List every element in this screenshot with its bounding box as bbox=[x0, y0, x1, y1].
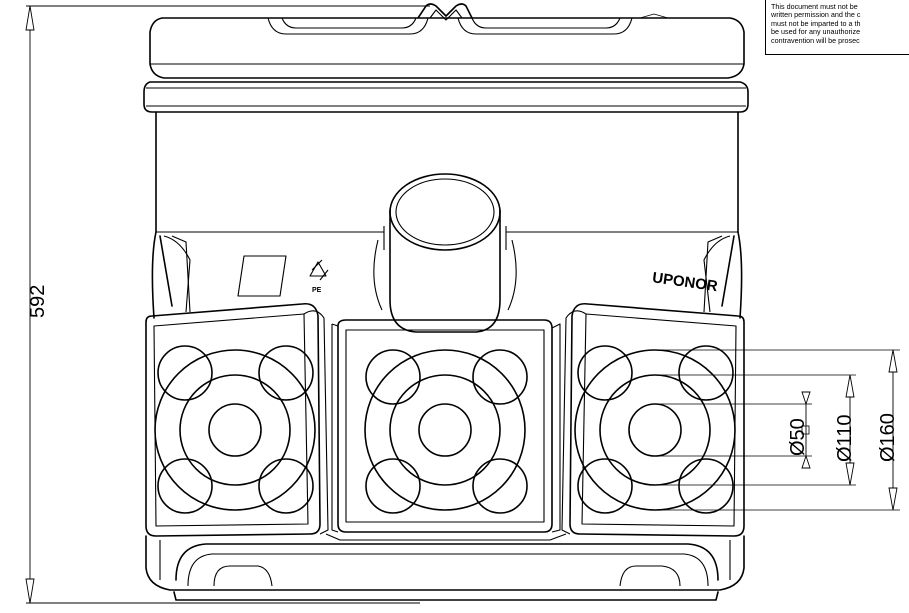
notice-line: be used for any unauthorize bbox=[771, 27, 861, 37]
inlet-panel-center bbox=[331, 319, 561, 533]
brand-logo: UPONOR bbox=[651, 269, 719, 295]
vertical-pipe bbox=[373, 173, 517, 333]
recycling-code: PE bbox=[312, 287, 322, 294]
notice-line: contravention will be prosec bbox=[771, 35, 860, 45]
inlet-panel-right bbox=[561, 302, 745, 537]
notice-line: This document must not be bbox=[771, 2, 858, 11]
chamber-collar bbox=[143, 81, 749, 233]
inlet-panel-left bbox=[145, 302, 329, 537]
height-dimension: 592 bbox=[25, 5, 430, 604]
copyright-notice: This document must not be written permis… bbox=[765, 0, 909, 55]
height-dimension-label: 592 bbox=[27, 285, 49, 318]
diameter-160-label: Ø160 bbox=[877, 413, 899, 462]
notice-line: must not be imparted to a th bbox=[771, 18, 861, 28]
recycling-icon: PE bbox=[309, 259, 329, 294]
notice-line: written permission and the c bbox=[771, 10, 861, 20]
chamber-base bbox=[145, 533, 745, 601]
diameter-dimensions: Ø160 Ø110 Ø50 bbox=[655, 349, 900, 511]
chamber-lid bbox=[149, 3, 745, 79]
label-plate bbox=[237, 255, 287, 297]
diameter-50-label: Ø50 bbox=[787, 418, 809, 456]
diameter-110-label: Ø110 bbox=[834, 415, 856, 462]
